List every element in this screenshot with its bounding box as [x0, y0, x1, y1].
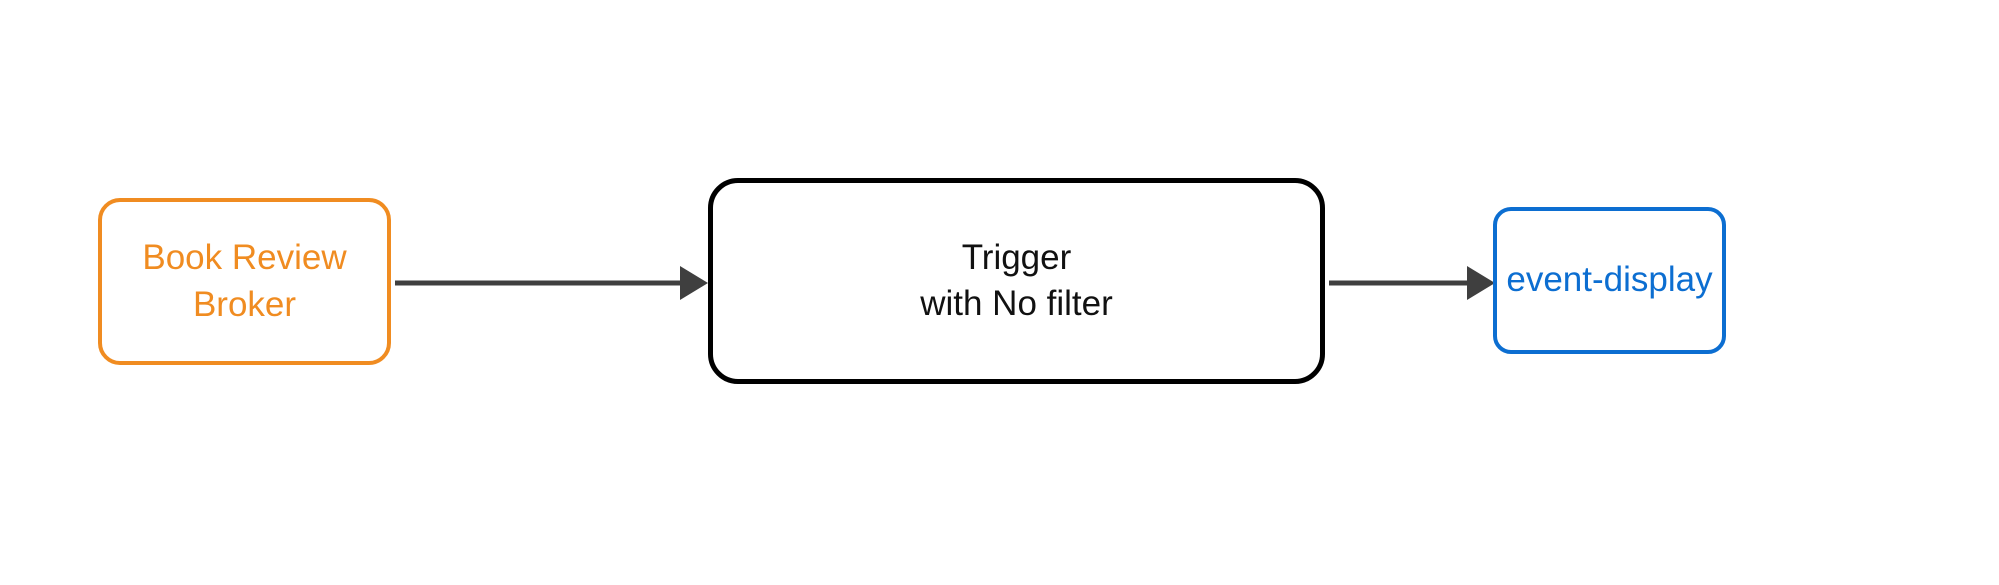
arrowhead-icon [1467, 266, 1495, 300]
node-trigger-with-no-filter[interactable]: Trigger with No filter [708, 178, 1325, 384]
arrowhead-icon [680, 266, 708, 300]
edge-broker-to-trigger-arrow [395, 266, 708, 300]
edge-trigger-to-sink [1325, 258, 1497, 308]
node-trigger-label: Trigger with No filter [920, 237, 1113, 323]
node-book-review-broker[interactable]: Book Review Broker [98, 198, 391, 365]
node-sink-label: event-display [1506, 260, 1713, 300]
node-event-display[interactable]: event-display [1493, 207, 1726, 354]
node-broker-label: Book Review Broker [142, 238, 347, 324]
edge-broker-to-trigger [390, 258, 710, 308]
edge-trigger-to-sink-arrow [1329, 266, 1495, 300]
